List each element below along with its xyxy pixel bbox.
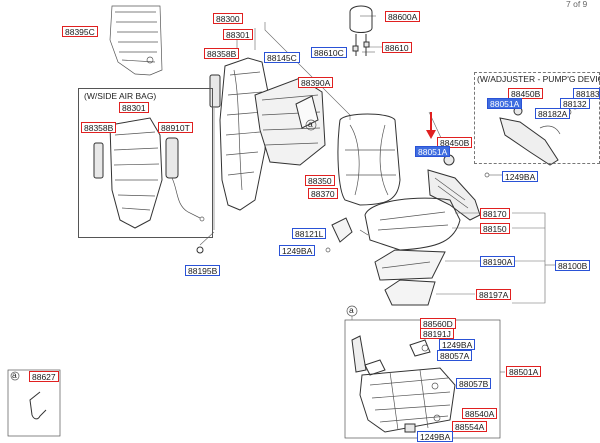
part-label-88191J[interactable]: 88191J — [420, 328, 454, 339]
part-label-88910T[interactable]: 88910T — [158, 122, 193, 133]
part-label-88610C[interactable]: 88610C — [311, 47, 347, 58]
part-label-88150[interactable]: 88150 — [480, 223, 510, 234]
part-label-88501A[interactable]: 88501A — [506, 366, 542, 377]
part-label-88450B[interactable]: 88450B — [437, 137, 473, 148]
part-label-88145C[interactable]: 88145C — [264, 52, 300, 63]
side-air-bag-inset-box — [78, 88, 213, 238]
part-label-88370[interactable]: 88370 — [308, 188, 338, 199]
part-label-88300[interactable]: 88300 — [213, 13, 243, 24]
part-label-1249BA-shield[interactable]: 1249BA — [279, 245, 316, 256]
callout-a-back: a — [308, 119, 313, 129]
callout-a-seat: a — [349, 305, 354, 315]
part-label-88195B[interactable]: 88195B — [185, 265, 221, 276]
part-label-1249BA-track-bottom[interactable]: 1249BA — [417, 431, 454, 442]
part-label-88610[interactable]: 88610 — [382, 42, 412, 53]
part-label-88051A[interactable]: 88051A — [415, 146, 451, 157]
adjuster-note: (W/ADJUSTER - PUMP'G DEVIC — [477, 74, 600, 84]
part-label-88182A[interactable]: 88182A — [535, 108, 571, 119]
part-label-88540A[interactable]: 88540A — [462, 408, 498, 419]
part-label-1249BA-side[interactable]: 1249BA — [502, 171, 539, 182]
part-label-88301-airbag[interactable]: 88301 — [119, 102, 149, 113]
part-label-88350[interactable]: 88350 — [305, 175, 335, 186]
part-label-88100B[interactable]: 88100B — [555, 260, 591, 271]
part-label-88390A[interactable]: 88390A — [298, 77, 334, 88]
part-label-88358B-airbag[interactable]: 88358B — [81, 122, 117, 133]
page-indicator: 7 of 9 — [566, 0, 588, 9]
callout-a-inset: a — [12, 370, 17, 380]
part-label-88057A[interactable]: 88057A — [437, 350, 473, 361]
part-label-88554A[interactable]: 88554A — [452, 421, 488, 432]
part-label-88183[interactable]: 88183 — [573, 88, 600, 99]
part-label-88627[interactable]: 88627 — [29, 371, 59, 382]
part-label-88121L[interactable]: 88121L — [292, 228, 327, 239]
part-label-1249BA-track-top[interactable]: 1249BA — [439, 339, 476, 350]
part-label-88170[interactable]: 88170 — [480, 208, 510, 219]
part-label-88358B[interactable]: 88358B — [204, 48, 240, 59]
part-label-88301[interactable]: 88301 — [223, 29, 253, 40]
part-label-88057B[interactable]: 88057B — [456, 378, 492, 389]
part-label-88395C[interactable]: 88395C — [62, 26, 98, 37]
part-label-88450B-adjuster[interactable]: 88450B — [508, 88, 544, 99]
part-label-88600A[interactable]: 88600A — [385, 11, 421, 22]
part-label-88197A[interactable]: 88197A — [476, 289, 512, 300]
part-label-88190A[interactable]: 88190A — [480, 256, 516, 267]
part-label-88051A-adjuster[interactable]: 88051A — [487, 98, 523, 109]
side-air-bag-note: (W/SIDE AIR BAG) — [84, 91, 157, 101]
